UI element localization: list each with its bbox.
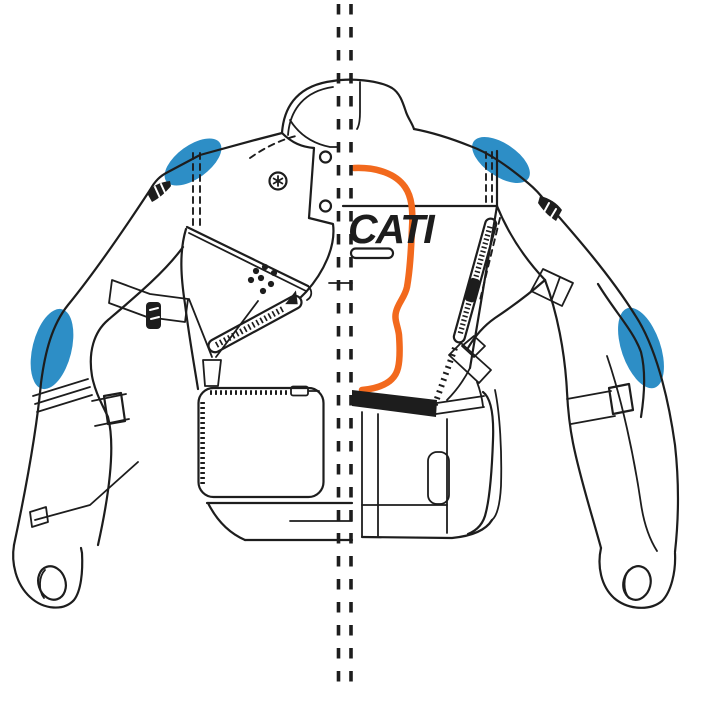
vent-perforations [247, 263, 278, 295]
back-seam-ticks [431, 346, 458, 409]
elbow-protector-left [30, 308, 74, 390]
right-cuff [598, 546, 677, 609]
brand-logo: CATI [348, 206, 438, 260]
collar-seam-dashed [249, 135, 297, 159]
center-dashed-line [336, 4, 353, 692]
shoulder-protector-left [164, 138, 222, 186]
left-shoulder-slider [147, 181, 171, 202]
back-zipper-slider [464, 277, 480, 303]
brand-logo-underline [349, 247, 395, 260]
snap-buttons [318, 150, 333, 213]
front-body-left [148, 131, 354, 542]
left-cuff [12, 543, 84, 609]
collar [249, 78, 416, 159]
right-bicep-strap [530, 268, 574, 307]
reflective-band [352, 390, 437, 417]
back-body-right [341, 127, 547, 540]
right-forearm-buckle [607, 382, 635, 416]
left-sleeve [12, 181, 189, 609]
protector-highlights [30, 137, 664, 390]
chest-zipper [207, 290, 303, 354]
right-shoulder-slider [538, 196, 562, 221]
brand-logo-text: CATI [348, 206, 436, 252]
left-bicep-strap [108, 279, 189, 323]
elbow-protector-right [618, 307, 664, 389]
back-waist-strap [448, 342, 492, 384]
shoulder-protector-right [472, 137, 530, 183]
left-forearm-buckle [102, 391, 127, 426]
pocket-zipper-slider [290, 385, 309, 397]
front-pocket [197, 385, 325, 499]
left-bicep-strap-buckle [146, 302, 161, 329]
chest-zipper-pull-icon [285, 290, 298, 305]
back-zipper [452, 217, 498, 344]
back-seam-dashed [479, 217, 501, 301]
vent-button [268, 171, 288, 191]
back-protector-outline [350, 164, 416, 394]
right-sleeve [530, 196, 680, 609]
